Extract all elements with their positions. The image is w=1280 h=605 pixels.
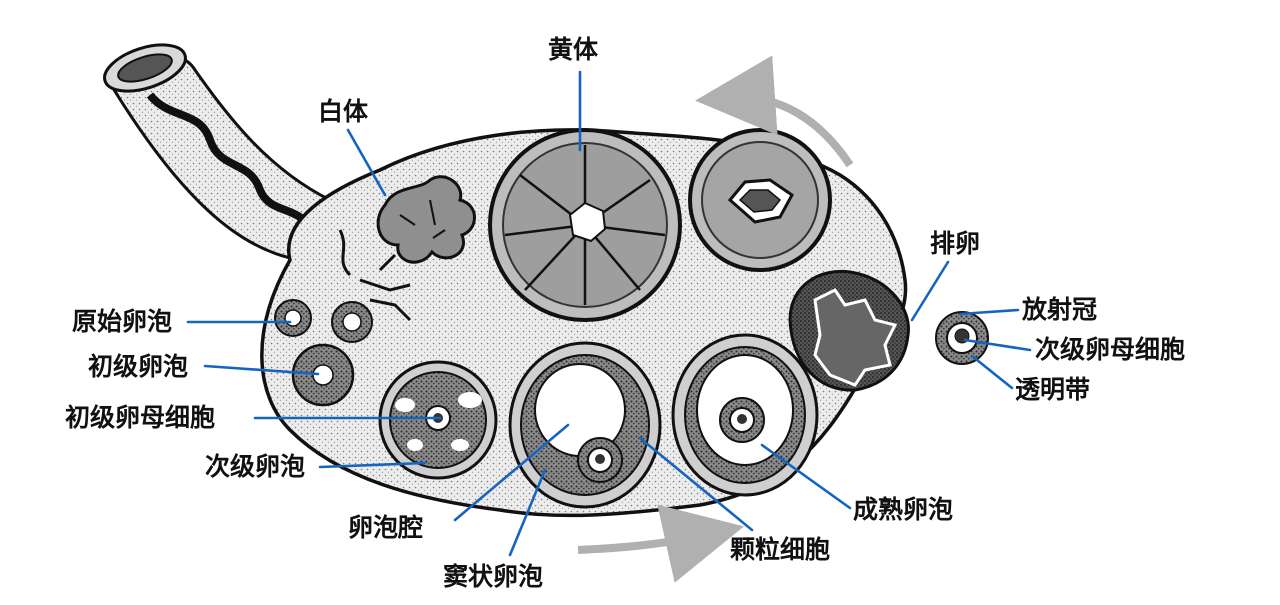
label-antral-follicle: 窦状卵泡 bbox=[443, 562, 543, 591]
leader-antral-follicle bbox=[508, 468, 547, 557]
label-primordial-follicle: 原始卵泡 bbox=[72, 307, 172, 336]
label-primary-follicle: 初级卵泡 bbox=[88, 352, 188, 381]
leader-ovulation bbox=[910, 260, 950, 322]
luteal-body-shape bbox=[688, 128, 832, 272]
label-secondary-follicle: 次级卵泡 bbox=[205, 452, 305, 481]
antral-follicle-shape bbox=[508, 341, 662, 509]
leader-zona-pellucida bbox=[970, 354, 1014, 390]
leader-follicular-cavity bbox=[453, 423, 570, 522]
primary-follicle-shape bbox=[291, 343, 355, 407]
secondary-follicle-shape bbox=[378, 360, 498, 480]
leader-secondary-follicle bbox=[318, 461, 427, 469]
released-oocyte-shape bbox=[935, 311, 989, 365]
corpus-albicans-shape bbox=[376, 175, 476, 264]
ruptured-follicle-shape bbox=[788, 269, 910, 392]
primordial-follicle-shape bbox=[274, 299, 373, 343]
label-zona-pellucida: 透明带 bbox=[1015, 375, 1090, 404]
cycle-arrow-bottom bbox=[577, 504, 745, 583]
label-ovulation: 排卵 bbox=[930, 229, 980, 258]
leader-mature-follicle bbox=[760, 443, 852, 510]
label-corona-radiata: 放射冠 bbox=[1021, 295, 1097, 324]
label-follicular-cavity: 卵泡腔 bbox=[348, 513, 423, 542]
label-secondary-oocyte: 次级卵母细胞 bbox=[1035, 335, 1185, 364]
leader-corona-radiata bbox=[958, 308, 1020, 316]
leader-granulosa-cells bbox=[638, 436, 754, 532]
leader-corpus-albicans bbox=[346, 128, 387, 197]
label-granulosa-cells: 颗粒细胞 bbox=[730, 535, 830, 564]
leader-primary-follicle bbox=[203, 364, 320, 376]
label-corpus-albicans: 白体 bbox=[318, 97, 369, 126]
leader-lines bbox=[186, 70, 1032, 557]
vessel-branch bbox=[338, 229, 412, 322]
label-primary-oocyte: 初级卵母细胞 bbox=[65, 403, 215, 432]
label-corpus-luteum: 黄体 bbox=[548, 35, 599, 64]
corpus-luteum-shape bbox=[488, 128, 682, 322]
mature-follicle-shape bbox=[671, 333, 819, 497]
leader-secondary-oocyte bbox=[963, 338, 1032, 352]
oviduct-tube bbox=[103, 43, 333, 262]
cycle-arrow-top bbox=[695, 55, 854, 168]
label-mature-follicle: 成熟卵泡 bbox=[853, 495, 953, 524]
